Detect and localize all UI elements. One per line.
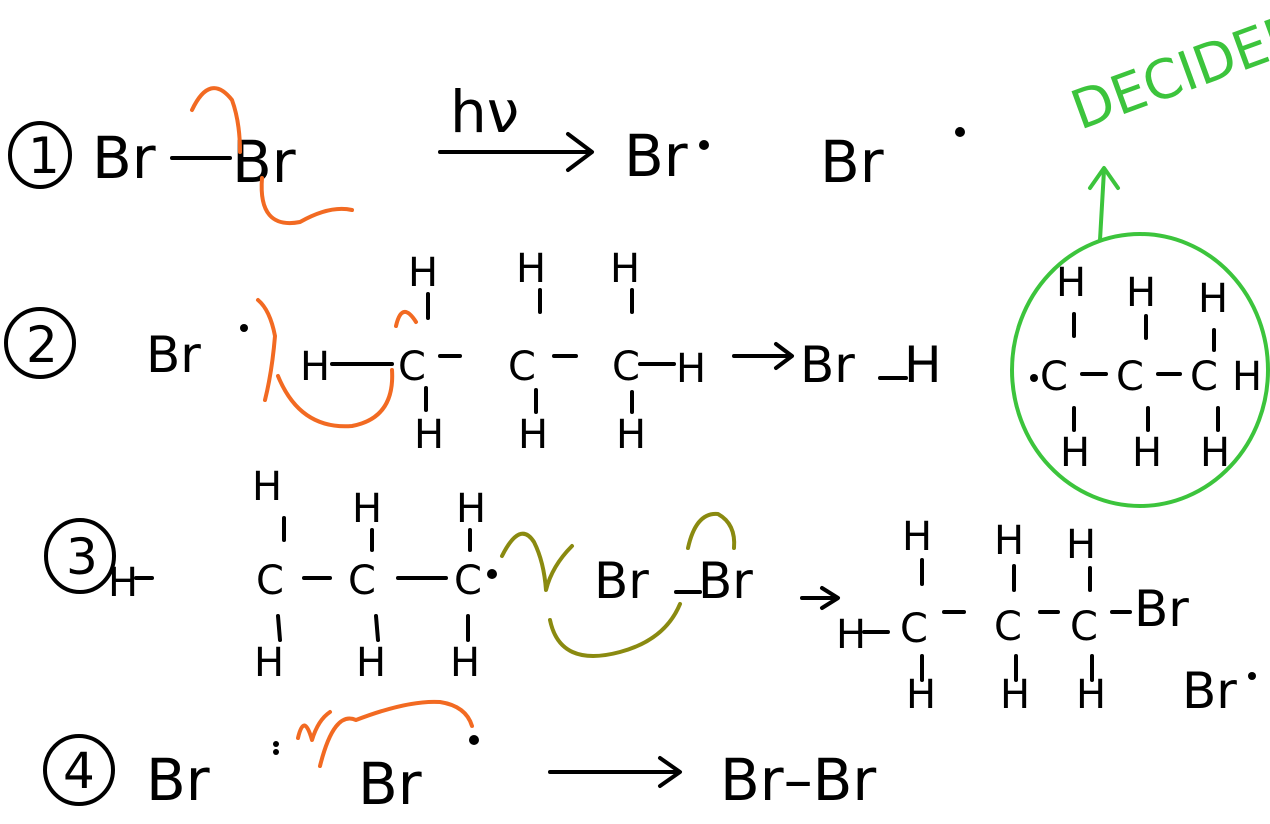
hydrogen-atom: H <box>414 412 444 458</box>
arrowhead-icon <box>566 132 594 172</box>
hydrogen-atom: H <box>906 672 936 718</box>
fishhook-arrow-icon <box>190 86 242 154</box>
step-number-circle <box>8 121 72 189</box>
bromine-atom: Br <box>1134 580 1189 638</box>
carbon-atom: C <box>612 344 640 390</box>
step-number: 2 <box>26 316 58 374</box>
carbon-atom: C <box>900 606 928 652</box>
hydrogen-atom: H <box>108 560 138 606</box>
radical-dot <box>699 140 709 150</box>
step-number: 1 <box>28 127 60 185</box>
c-h-bond <box>374 614 380 642</box>
carbon-atom: C <box>1116 354 1144 400</box>
bromine-radical: Br <box>820 128 884 196</box>
carbon-atom: C <box>398 344 426 390</box>
fishhook-arrow-icon <box>256 298 277 402</box>
radical-dot <box>1030 374 1038 382</box>
fishhook-arrow-icon <box>686 511 737 550</box>
fishhook-arrow-icon <box>318 699 474 768</box>
hydrogen-atom: H <box>408 250 438 296</box>
radical-dot <box>273 741 279 747</box>
radical-dot <box>1248 672 1256 680</box>
carbon-atom: C <box>994 604 1022 650</box>
carbon-atom: C <box>1040 354 1068 400</box>
hydrogen-atom: H <box>450 640 480 686</box>
bromine-radical: Br <box>1182 662 1237 720</box>
step-number-circle <box>44 518 116 594</box>
step-number-circle <box>43 734 115 806</box>
hydrogen-atom: H <box>836 612 866 658</box>
hydrogen-atom: H <box>994 518 1024 564</box>
fishhook-arrow-icon <box>259 176 354 225</box>
highlight-arrow <box>1098 168 1106 242</box>
carbon-atom: C <box>1070 604 1098 650</box>
bromine-atom: Br <box>92 124 156 192</box>
hydrogen-atom: H <box>1198 276 1228 322</box>
hydrogen-atom: H <box>1132 430 1162 476</box>
step-number: 4 <box>63 742 95 800</box>
bromine-radical: Br <box>624 122 688 190</box>
bromine-atom: Br <box>594 552 649 610</box>
hydrogen-atom: H <box>1232 354 1262 400</box>
hydrogen-atom: H <box>300 344 330 390</box>
radical-dot <box>487 569 497 579</box>
carbon-atom: C <box>454 558 482 604</box>
step-number: 3 <box>66 528 98 586</box>
radical-dot <box>955 127 965 137</box>
hydrogen-atom: H <box>616 412 646 458</box>
bromine-atom: Br <box>232 128 296 196</box>
hydrogen-atom: H <box>1066 522 1096 568</box>
carbon-atom: C <box>508 344 536 390</box>
step-number-circle <box>4 307 76 379</box>
bromine-radical: Br <box>358 750 422 818</box>
fishhook-arrow-icon <box>394 310 418 328</box>
arrowhead-icon <box>1088 166 1120 190</box>
hydrogen-atom: H <box>676 346 706 392</box>
hydrogen-atom: H <box>610 246 640 292</box>
hydrogen-atom: H <box>1000 672 1030 718</box>
hydrogen-atom: H <box>356 640 386 686</box>
radical-dot <box>469 735 479 745</box>
fishhook-arrow-icon <box>276 368 395 429</box>
carbon-atom: C <box>348 558 376 604</box>
hydrogen-atom: H <box>1200 430 1230 476</box>
bromine-radical: Br <box>146 326 201 384</box>
step-2: 2 Br H C H H C H H C H H H Br H <box>4 0 1270 508</box>
c-h-bond <box>276 614 282 642</box>
highlight-circle <box>1010 232 1270 508</box>
hydrogen-atom: H <box>352 486 382 532</box>
radical-dot <box>273 749 279 755</box>
hydrogen-atom: H <box>1126 270 1156 316</box>
carbon-atom: C <box>1190 354 1218 400</box>
hydrogen-atom: H <box>516 246 546 292</box>
radical-dot <box>240 324 248 332</box>
fishhook-arrow-icon <box>296 710 332 742</box>
bromine-atom: Br <box>698 552 753 610</box>
step-4: 4 Br Br Br–Br <box>43 699 876 818</box>
hydrogen-atom: H <box>254 640 284 686</box>
step-3: 3 H C H H C H H C H H Br Br H C H <box>44 464 1256 720</box>
fishhook-arrow-icon <box>500 531 574 592</box>
step-1: 1 Br Br hν Br Br <box>8 78 965 225</box>
carbon-atom: C <box>256 558 284 604</box>
hydrogen-bromide-br: Br <box>800 336 855 394</box>
hydrogen-atom: H <box>1076 672 1106 718</box>
hydrogen-atom: H <box>902 514 932 560</box>
reaction-condition-light: hν <box>450 78 519 146</box>
bromine-radical: Br <box>146 746 210 814</box>
hydrogen-atom: H <box>1056 260 1086 306</box>
hydrogen-atom: H <box>1060 430 1090 476</box>
bromine-molecule: Br–Br <box>720 746 876 814</box>
hydrogen-atom: H <box>252 464 282 510</box>
hydrogen-bromide-h: H <box>904 336 942 394</box>
annotation-label: DECIDED <box>1063 0 1270 142</box>
fishhook-arrow-icon <box>548 602 682 658</box>
arrowhead-icon <box>820 586 840 610</box>
hydrogen-atom: H <box>456 486 486 532</box>
arrowhead-icon <box>774 342 794 370</box>
hydrogen-atom: H <box>518 412 548 458</box>
arrowhead-icon <box>658 756 682 788</box>
